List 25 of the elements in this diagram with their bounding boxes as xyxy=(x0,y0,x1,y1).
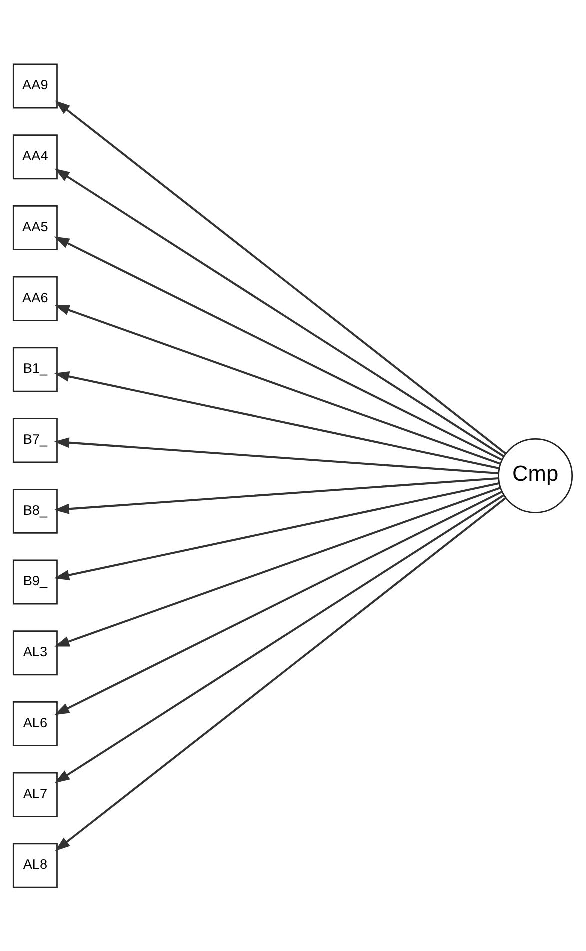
node-box: B9_ xyxy=(12,559,58,604)
node-box: AA4 xyxy=(12,134,58,180)
arrow xyxy=(54,168,504,457)
node-box: AL3 xyxy=(12,630,58,676)
node-box: AA5 xyxy=(12,205,58,250)
arrow xyxy=(54,304,501,464)
arrow xyxy=(54,490,503,715)
arrow xyxy=(55,100,507,454)
node-box: AA6 xyxy=(12,276,58,321)
arrow xyxy=(54,486,501,646)
arrow xyxy=(54,370,500,470)
arrow xyxy=(54,437,499,474)
node-box: AA9 xyxy=(12,63,58,108)
node-box: AL7 xyxy=(12,772,58,817)
node-box: B7_ xyxy=(12,418,58,463)
arrow xyxy=(54,482,500,580)
arrow xyxy=(54,477,499,514)
node-box: AL8 xyxy=(12,842,58,888)
node-box: AL6 xyxy=(12,701,58,746)
arrow xyxy=(54,494,504,783)
node-box: B8_ xyxy=(12,488,58,534)
arrow xyxy=(55,496,507,851)
arrow xyxy=(54,236,503,461)
node-box: B1_ xyxy=(12,346,58,392)
node-circle: Cmp xyxy=(498,438,574,513)
